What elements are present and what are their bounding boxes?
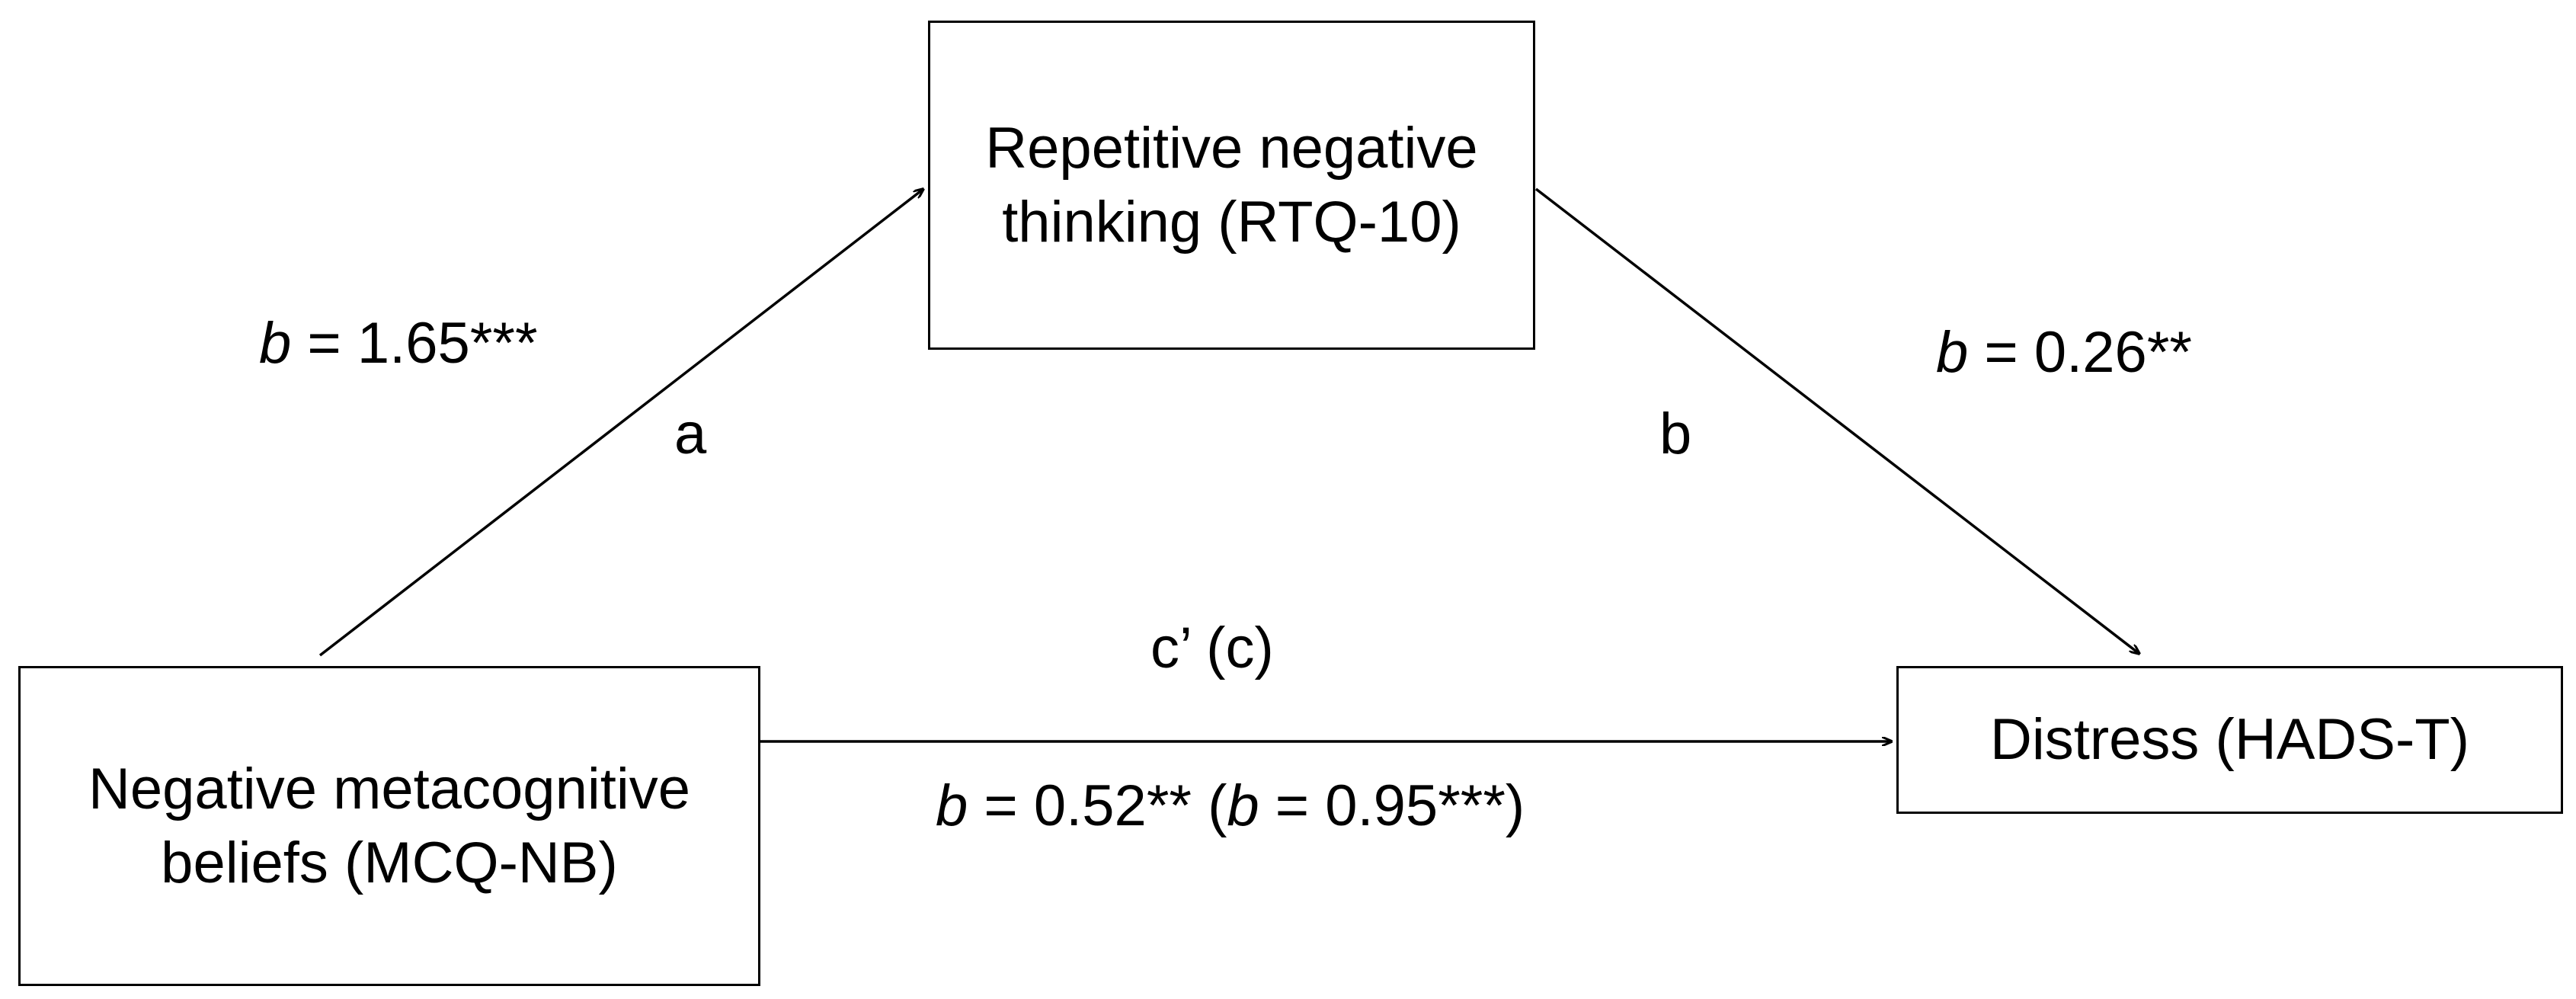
total-effect-symbol: b xyxy=(1227,773,1259,838)
outcome-box: Distress (HADS-T) xyxy=(1896,666,2563,814)
path-c-label: c’ (c) xyxy=(1150,616,1274,680)
arrow-path-b xyxy=(1534,187,2139,654)
coefficient-c-symbol: b xyxy=(936,773,968,838)
predictor-box: Negative metacognitive beliefs (MCQ-NB) xyxy=(18,666,760,986)
outcome-label: Distress (HADS-T) xyxy=(1989,707,2470,773)
coefficient-b: b = 0.26** xyxy=(1936,324,2192,382)
coefficient-b-value: = 0.26** xyxy=(1968,320,2192,385)
coefficient-a-symbol: b xyxy=(259,311,292,376)
path-a-label: a xyxy=(674,402,707,466)
arrow-path-a xyxy=(318,189,923,657)
predictor-label: Negative metacognitive beliefs (MCQ-NB) xyxy=(88,756,690,895)
coefficient-b-symbol: b xyxy=(1936,320,1969,385)
coefficient-c: b = 0.52** (b = 0.95***) xyxy=(936,777,1525,835)
coefficient-a-value: = 1.65*** xyxy=(291,311,538,376)
coefficient-a: b = 1.65*** xyxy=(259,315,538,373)
path-b-label: b xyxy=(1659,402,1692,466)
mediator-label: Repetitive negative thinking (RTQ-10) xyxy=(985,115,1478,255)
mediator-box: Repetitive negative thinking (RTQ-10) xyxy=(928,21,1535,350)
coefficient-c-value: = 0.52** ( xyxy=(968,773,1227,838)
total-effect-value: = 0.95***) xyxy=(1259,773,1525,838)
